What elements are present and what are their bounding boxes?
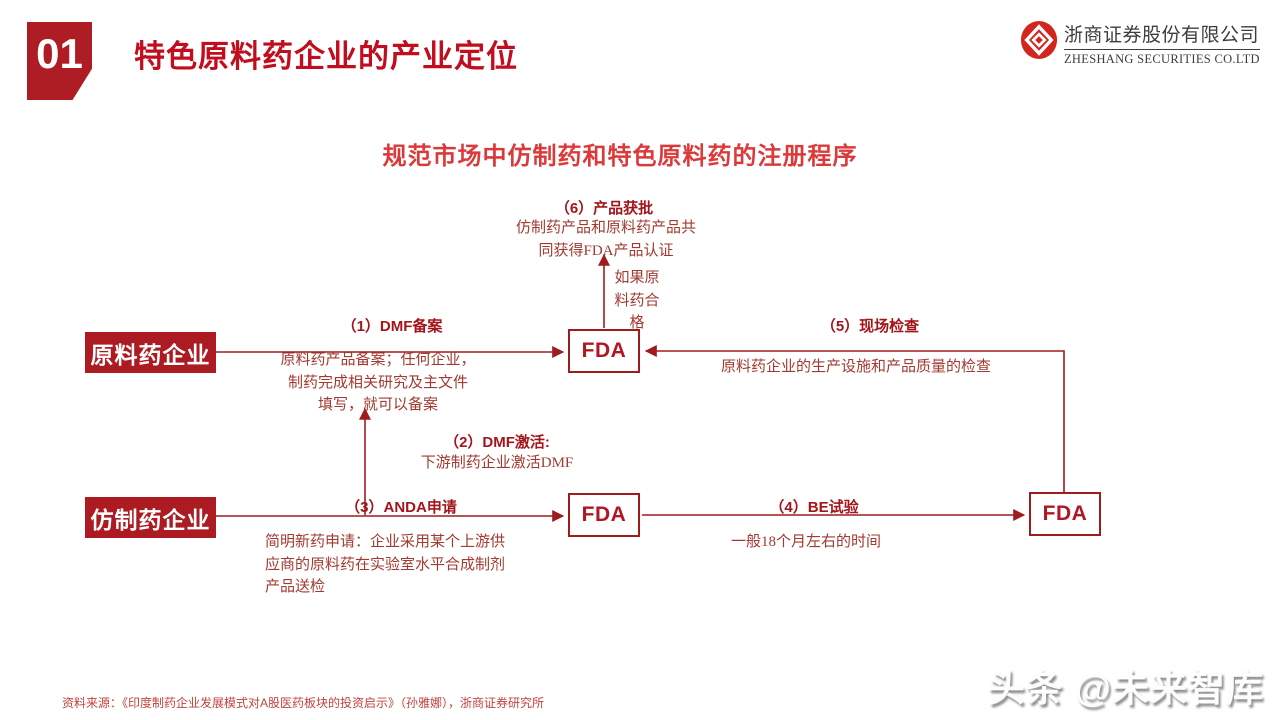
step1-desc: 原料药产品备案；任何企业， 制药完成相关研究及主文件 填写，就可以备案 (280, 352, 476, 413)
step5-label: （5）现场检查 (820, 318, 920, 335)
company-name-cn: 浙商证券股份有限公司 (1064, 20, 1260, 50)
step6-desc: 仿制药产品和原料药产品共 同获得FDA产品认证 (515, 220, 697, 259)
step1-label: （1）DMF备案 (341, 318, 443, 335)
step3-label: （3）ANDA申请 (345, 499, 457, 516)
step2-label: （2）DMF激活: (444, 434, 550, 451)
zheshang-logo-icon (1020, 21, 1058, 59)
logo-text-block: 浙商证券股份有限公司 ZHESHANG SECURITIES CO.LTD (1064, 20, 1260, 67)
step4-label: （4）BE试验 (769, 499, 859, 516)
step6-condition-note: 如果原 料药合 格 (614, 270, 660, 331)
watermark: 头条 @未来智库 (987, 668, 1264, 709)
generic-company-box: 仿制药企业 (85, 497, 216, 538)
page-title: 特色原料药企业的产业定位 (134, 39, 518, 74)
fda-box-bottom: FDA (568, 493, 640, 537)
step5-desc: 原料药企业的生产设施和产品质量的检查 (720, 359, 992, 375)
step3-desc: 简明新药申请：企业采用某个上游供 应商的原料药在实验室水平合成制剂 产品送检 (265, 534, 506, 595)
diagram-title: 规范市场中仿制药和特色原料药的注册程序 (382, 143, 858, 170)
section-number-badge: 01 (27, 22, 92, 100)
api-company-box: 原料药企业 (85, 332, 216, 373)
source-note: 资料来源：《印度制药企业发展模式对A股医药板块的投资启示》（孙雅娜），浙商证券研… (62, 696, 545, 710)
arrow-site-inspection (644, 345, 1065, 492)
company-logo: 浙商证券股份有限公司 ZHESHANG SECURITIES CO.LTD (1020, 20, 1260, 67)
step6-label: （6）产品获批 (554, 200, 654, 217)
step4-desc: 一般18个月左右的时间 (730, 534, 882, 550)
company-name-en: ZHESHANG SECURITIES CO.LTD (1064, 52, 1260, 66)
fda-box-right: FDA (1029, 492, 1101, 536)
step2-desc: 下游制药企业激活DMF (420, 455, 574, 471)
fda-box-center: FDA (568, 329, 640, 373)
